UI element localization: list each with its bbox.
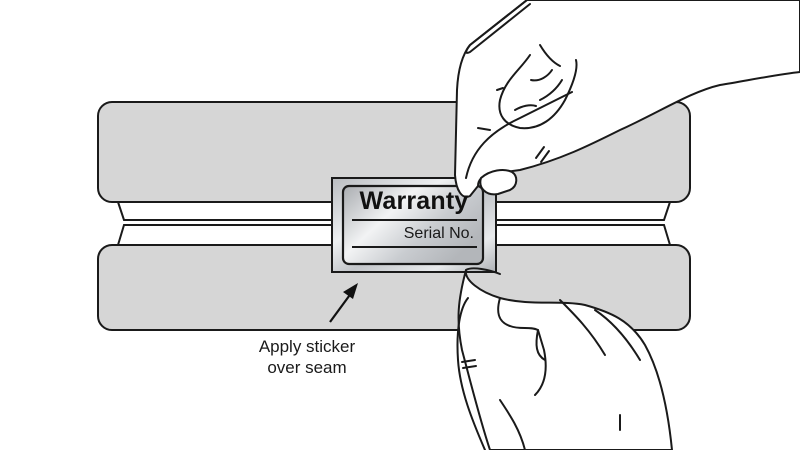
hand-lower	[456, 267, 673, 450]
sticker-title: Warranty	[359, 187, 469, 215]
caption-line-2: over seam	[267, 358, 347, 377]
caption-line-1: Apply sticker	[258, 337, 356, 356]
annotation-caption: Apply sticker over seam	[232, 336, 382, 378]
hand-upper	[454, 0, 800, 198]
sticker-serial-label: Serial No.	[403, 225, 474, 242]
arrow-icon	[329, 283, 358, 323]
